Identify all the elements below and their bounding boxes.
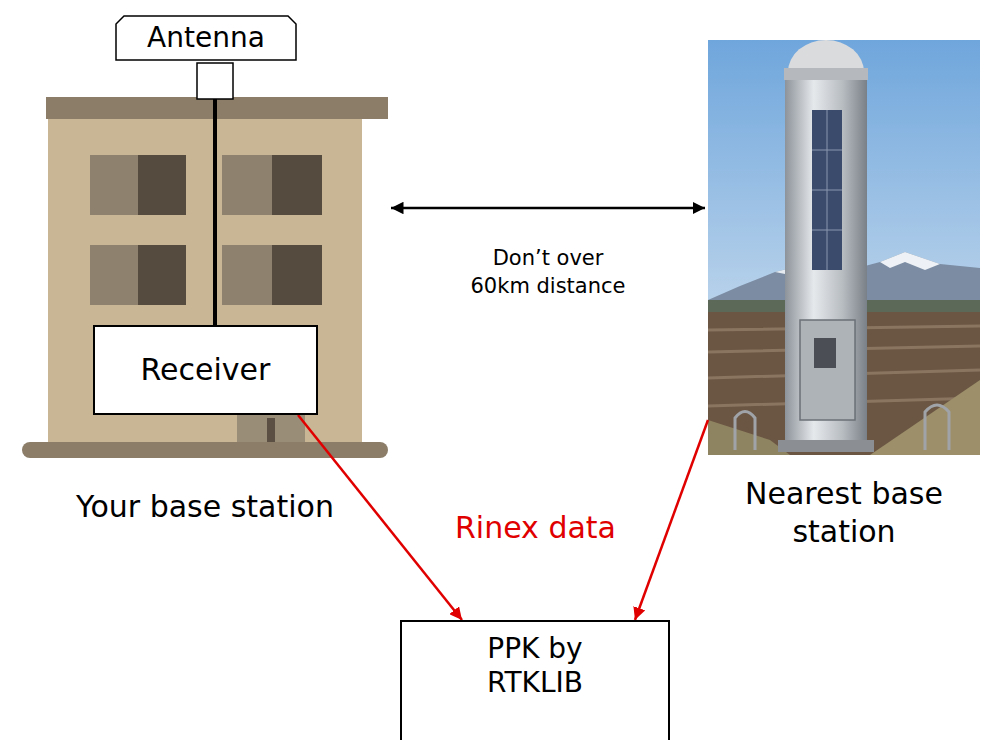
station-caption: Your base station	[22, 488, 388, 526]
box-label: Receiver	[141, 352, 271, 388]
distance-note: Don’t over 60km distance	[465, 244, 631, 301]
station-caption: Nearest base station	[708, 475, 980, 550]
distance-arrow	[391, 207, 705, 210]
antenna-outline-path	[116, 16, 296, 60]
box-label: PPK by RTKLIB	[460, 632, 610, 699]
ppk-box: PPK by RTKLIB	[400, 620, 670, 740]
building-node: Your base stationAntennaReceiver	[22, 10, 388, 460]
station-node: Nearest base station	[708, 40, 980, 455]
data-label: Rinex data	[455, 510, 616, 546]
receiver-box: Receiver	[93, 325, 318, 415]
station-photo	[708, 40, 980, 455]
data-flow-arrow	[635, 420, 708, 620]
box-label: Antenna	[147, 21, 265, 55]
antenna-box: Antenna	[115, 15, 297, 61]
building-illustration	[22, 63, 388, 458]
